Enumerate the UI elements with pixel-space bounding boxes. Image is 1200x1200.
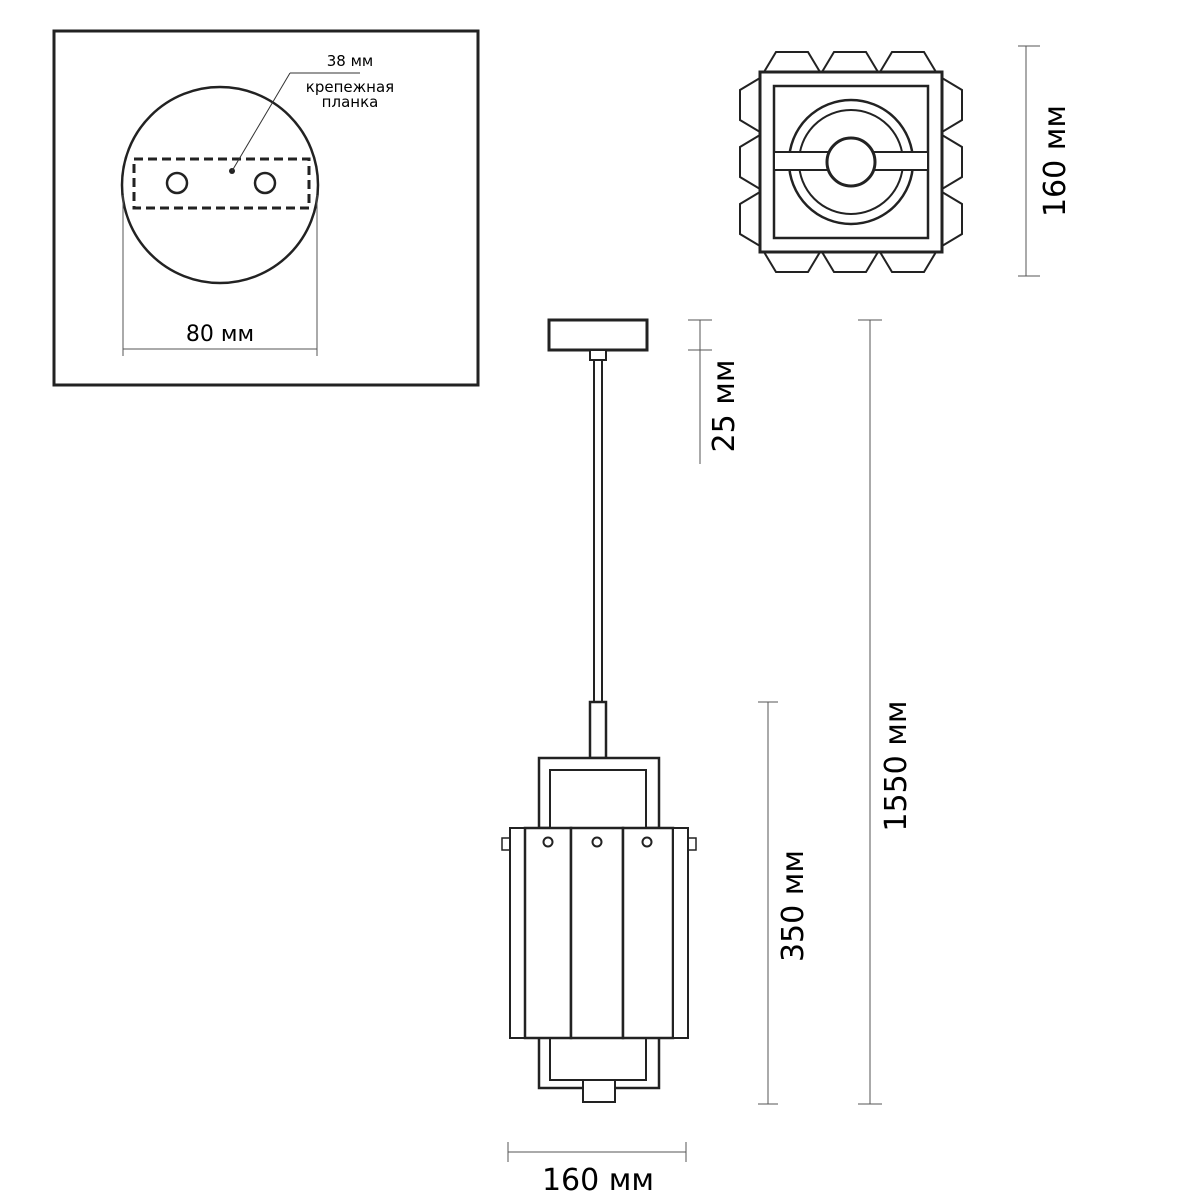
top-view-center-socket — [825, 136, 877, 188]
canopy-nipple — [589, 349, 607, 361]
side-view — [501, 318, 697, 1103]
panel-rivet-2 — [591, 836, 603, 848]
knob-bottom-2 — [820, 251, 880, 273]
knob-top-1 — [762, 51, 822, 73]
shade-panel-edge-left — [509, 827, 526, 1039]
panel-rivet-3 — [641, 836, 653, 848]
shade-height-dimension — [758, 701, 778, 1105]
side-clip-left — [501, 837, 511, 851]
shade-panel-edge-right — [672, 827, 689, 1039]
total-height-dimension — [858, 319, 882, 1105]
top-view — [739, 45, 1040, 277]
knob-right-2 — [941, 133, 963, 191]
canopy — [547, 318, 649, 352]
knob-right-1 — [941, 76, 963, 134]
canopy-height-dimension — [688, 319, 712, 464]
plate-width-label: 80 мм — [186, 322, 254, 347]
canopy-height-label: 25 мм — [707, 360, 742, 453]
knob-bottom-1 — [762, 251, 822, 273]
mounting-bracket-outline — [132, 157, 311, 210]
bracket-label-line1: крепежная — [306, 78, 394, 96]
bracket-spacing-label: 38 мм — [327, 52, 374, 70]
total-height-label: 1550 мм — [879, 700, 914, 831]
ceiling-plate-detail: 38 мм крепежная планка 80 мм — [52, 29, 480, 387]
shade-panel-2 — [569, 826, 625, 1040]
screw-hole-right — [253, 171, 277, 195]
knob-top-3 — [878, 51, 938, 73]
hanger-frame-inner — [549, 769, 647, 833]
knob-left-1 — [739, 76, 761, 134]
knob-left-3 — [739, 190, 761, 248]
panel-rivet-1 — [542, 836, 554, 848]
screw-hole-left — [165, 171, 189, 195]
bottom-finial — [582, 1079, 616, 1103]
bracket-leader-line — [231, 72, 291, 172]
ceiling-plate-circle — [120, 85, 320, 285]
knob-bottom-3 — [878, 251, 938, 273]
rod-coupler — [588, 700, 608, 760]
shade-panel-3 — [621, 826, 675, 1040]
knob-left-2 — [739, 133, 761, 191]
knob-right-3 — [941, 190, 963, 248]
bracket-label-line2: планка — [322, 93, 379, 111]
shade-panel-1 — [523, 826, 573, 1040]
shade-height-label: 350 мм — [776, 850, 811, 962]
side-clip-right — [687, 837, 697, 851]
knob-top-2 — [820, 51, 880, 73]
suspension-rod — [593, 359, 603, 703]
top-width-label: 160 мм — [1038, 105, 1073, 217]
shade-width-label: 160 мм — [542, 1163, 654, 1198]
shade-width-dimension — [507, 1142, 687, 1162]
